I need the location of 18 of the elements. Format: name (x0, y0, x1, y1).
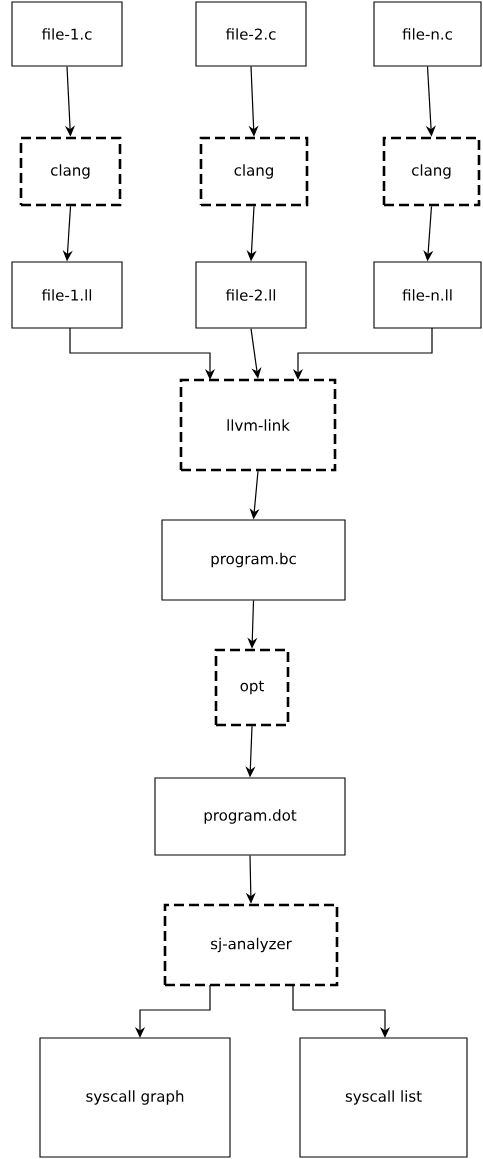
file-box: syscall graph (39, 1037, 231, 1158)
file-box: file-2.ll (195, 261, 307, 329)
process-box: opt (214, 648, 290, 727)
process-box: sj-analyzer (163, 903, 339, 987)
process-box: clang (382, 136, 481, 207)
file-box: program.bc (161, 519, 346, 601)
arrow (292, 984, 391, 1038)
arrow (69, 327, 216, 380)
file-box: file-n.ll (373, 261, 482, 329)
file-box: file-n.c (373, 1, 482, 67)
file-box: file-1.c (11, 1, 123, 67)
process-box: clang (19, 136, 122, 207)
file-box: syscall list (299, 1037, 468, 1158)
file-box: file-1.ll (11, 261, 123, 329)
file-box: file-2.c (195, 1, 307, 67)
process-box: llvm-link (179, 378, 337, 472)
process-box: clang (199, 136, 309, 207)
file-box: program.dot (154, 777, 346, 856)
